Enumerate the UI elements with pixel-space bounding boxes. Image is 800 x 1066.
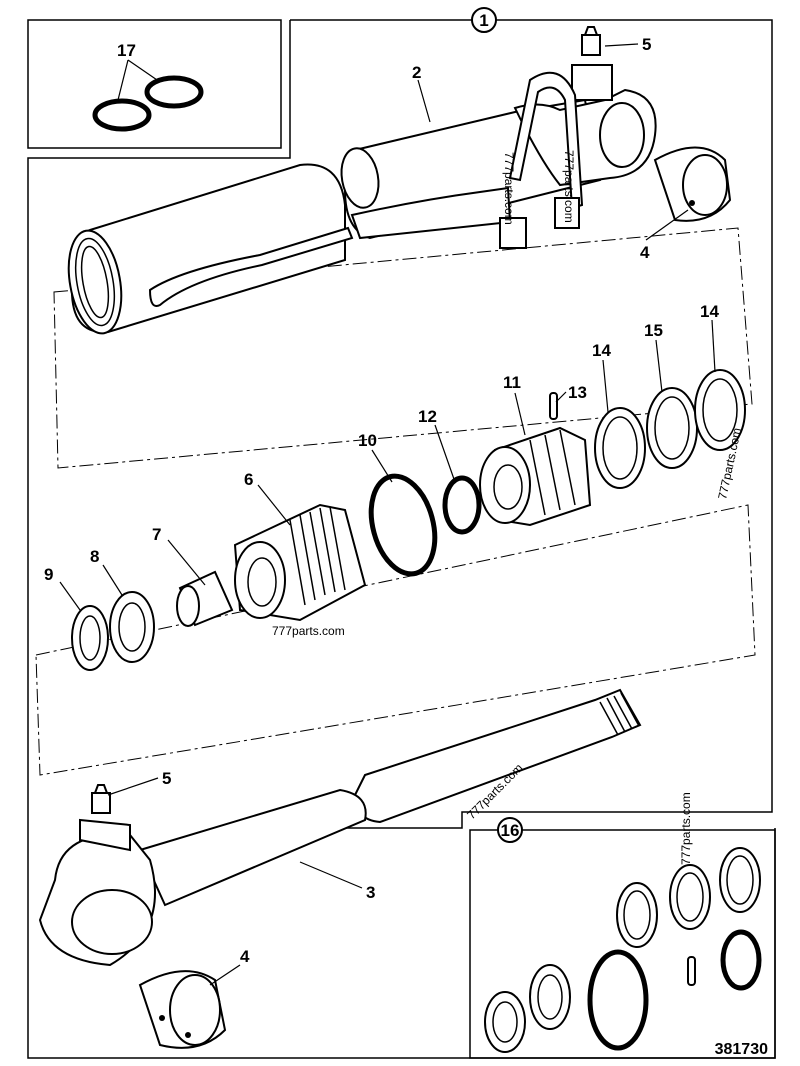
piston-rod	[38, 688, 642, 967]
piston	[479, 426, 592, 527]
callout-16: 16	[497, 817, 523, 843]
svg-text:16: 16	[501, 821, 520, 840]
watermark: 777parts.com	[679, 792, 693, 865]
dowel-pin-13	[549, 392, 558, 420]
guide-box-upper	[53, 227, 753, 469]
callout-17: 17	[117, 41, 136, 60]
bearing-sleeve	[176, 570, 234, 627]
bush-lower	[138, 970, 227, 1049]
guide-box-lower	[35, 504, 756, 776]
callout-13: 13	[568, 383, 587, 402]
rod-seal-8	[109, 591, 155, 663]
callout-14a: 14	[592, 341, 611, 360]
callout-12: 12	[418, 407, 437, 426]
figure-reference: 381730	[715, 1041, 768, 1058]
watermark: 777parts.com	[502, 152, 516, 225]
callout-11: 11	[503, 373, 521, 392]
callout-2: 2	[412, 63, 421, 82]
grease-nipple-lower	[91, 784, 111, 814]
seal-kit-16	[484, 847, 762, 1053]
callout-14b: 14	[700, 302, 719, 321]
callout-3: 3	[366, 883, 375, 902]
callout-6: 6	[244, 470, 253, 489]
grease-nipple-upper	[581, 26, 601, 56]
callout-4-upper: 4	[640, 243, 650, 262]
callout-4-lower: 4	[240, 947, 250, 966]
o-ring-17	[92, 59, 204, 132]
callout-5-lower: 5	[162, 769, 171, 788]
watermark: 777parts.com	[562, 150, 576, 223]
leader-lines	[59, 43, 716, 986]
callout-7: 7	[152, 525, 161, 544]
callout-1: 1	[471, 7, 497, 33]
svg-text:1: 1	[479, 11, 488, 30]
cylinder-barrel	[67, 64, 657, 335]
frame-kit-17	[27, 19, 282, 149]
callout-10: 10	[358, 431, 377, 450]
callout-9: 9	[44, 565, 53, 584]
o-ring-10	[368, 473, 438, 577]
callout-5-upper: 5	[642, 35, 651, 54]
callout-8: 8	[90, 547, 99, 566]
watermark: 777parts.com	[272, 624, 345, 638]
callout-15: 15	[644, 321, 663, 340]
bush-upper	[653, 146, 732, 222]
wiper-seal-9	[71, 605, 109, 671]
o-ring-12	[442, 475, 482, 535]
frame-kit-16	[469, 829, 776, 1059]
gland-head	[233, 503, 367, 622]
